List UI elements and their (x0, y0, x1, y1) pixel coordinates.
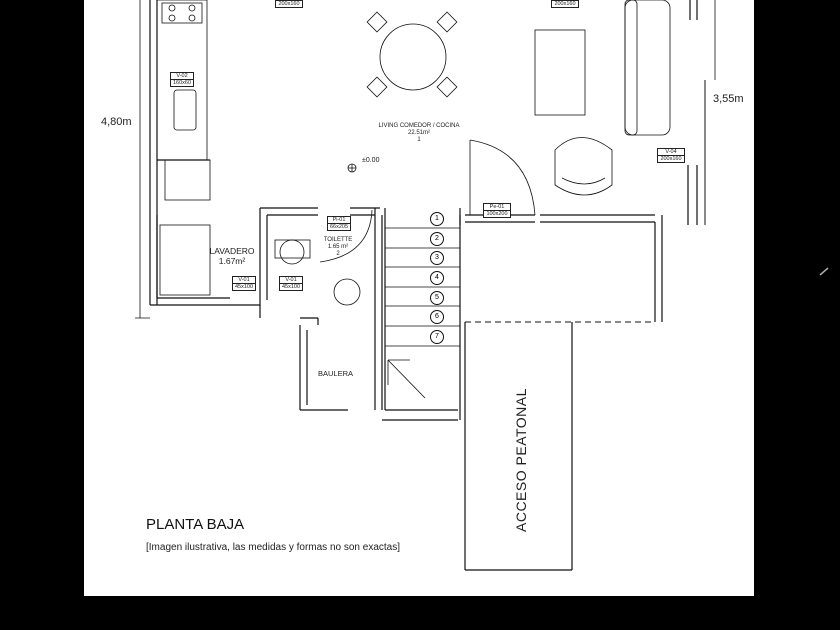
room-lavadero-area: 1.67m² (218, 256, 246, 267)
coffee-table (534, 29, 586, 116)
door-toilette-swing (319, 209, 373, 263)
wall-hall-right (459, 215, 663, 322)
room-toilette-area: 1.65 m² (327, 244, 349, 251)
sofa (624, 0, 671, 136)
room-baulera-label: BAULERA (318, 369, 354, 378)
room-living-area: 22.51m² (407, 130, 430, 137)
plan-title: PLANTA BAJA (146, 516, 245, 533)
toilet-bowl (279, 239, 305, 265)
stair-step-1: 1 (430, 212, 444, 226)
stair-treads (385, 227, 460, 347)
room-living-number: 1 (417, 137, 421, 144)
wall-baulera (299, 317, 348, 411)
tag-top-2: 200x160 (551, 0, 579, 8)
stair-step-5: 5 (430, 291, 444, 305)
level-mark: ±0.00 (362, 157, 380, 164)
wall-toilette (259, 207, 380, 318)
room-living-name: LIVING COMEDOR / COCINA (378, 123, 460, 129)
dimension-line-left (135, 0, 150, 319)
dining-table (379, 23, 447, 91)
room-lavadero-name: LAVADERO (209, 246, 255, 256)
room-toilette-number: 2 (336, 251, 340, 258)
armchair (554, 137, 613, 196)
floor-plan-sheet: 4,80m 3,55m ±0.00 LIVING COMEDOR / COCIN… (84, 0, 754, 596)
wall-toilette-right (374, 208, 383, 410)
stair-step-6: 6 (430, 310, 444, 324)
laundry-sink (159, 224, 211, 296)
stair-step-2: 2 (430, 232, 444, 246)
floor-plan-drawing (135, 0, 716, 571)
sink (173, 89, 197, 131)
wall-stairs (382, 208, 461, 421)
level-marker-symbol (347, 163, 357, 173)
door-main-swing (469, 139, 536, 216)
room-acceso-label: ACCESO PEATONAL (513, 388, 529, 532)
wall-acceso (464, 322, 573, 571)
dimension-right: 3,55m (713, 93, 744, 105)
wall-lavadero-bottom (150, 297, 260, 306)
stair-step-3: 3 (430, 251, 444, 265)
washing-machine (164, 159, 211, 201)
room-toilette-label: TOILETTE 1.65 m² 2 (318, 237, 358, 259)
room-toilette-name: TOILETTE (323, 237, 353, 243)
wall-right (687, 0, 698, 225)
stove (161, 2, 203, 24)
tag-top-1: 200x160 (275, 0, 303, 8)
stair-step-7: 7 (430, 330, 444, 344)
wall-left (149, 0, 158, 305)
dimension-left: 4,80m (101, 116, 132, 128)
room-lavadero-label: LAVADERO 1.67m² (202, 246, 262, 266)
stair-step-4: 4 (430, 271, 444, 285)
hand-basin (333, 278, 361, 306)
stair-arrow (387, 359, 426, 399)
plan-note: [Imagen ilustrativa, las medidas y forma… (146, 542, 401, 553)
room-living-label: LIVING COMEDOR / COCINA 22.51m² 1 (364, 123, 474, 145)
